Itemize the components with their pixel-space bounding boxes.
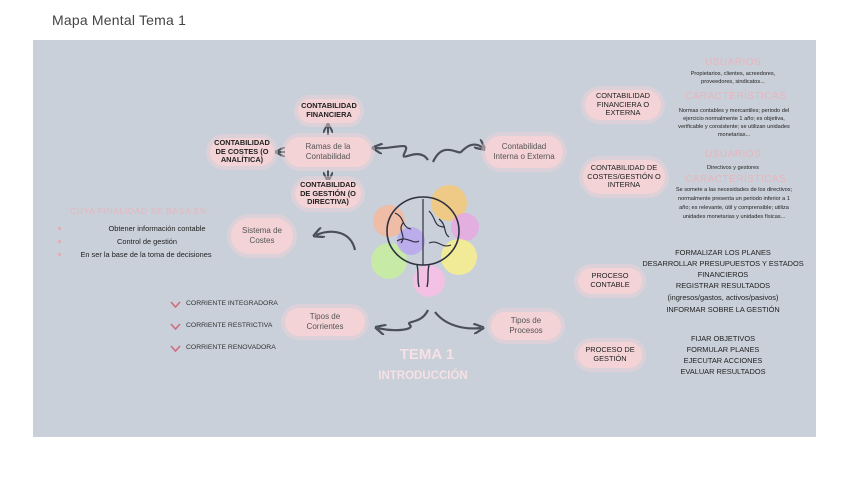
externa-carac-line: Normas contables y mercantiles; periodo … (678, 108, 790, 114)
corriente-item: CORRIENTE RENOVADORA (186, 344, 276, 351)
arrow-brain-corrientes (378, 309, 429, 330)
proceso-contable-item: FORMALIZAR LOS PLANES (675, 248, 771, 257)
finalidad-item: Obtener información contable (108, 224, 206, 233)
center-title: TEMA 1 (399, 346, 455, 363)
check-icon (170, 323, 181, 330)
externa-usuarios-heading: USUARIOS (705, 57, 762, 68)
interna-carac-line: normalmente presenta un periodo inferior… (678, 196, 790, 202)
interna-carac-line: unidades monetarias y unidades físicas..… (682, 214, 786, 220)
externa-carac-line: ejercicio normalmente 1 año; es objetiva… (683, 116, 785, 122)
interna-carac-line: Se somete a las necesidades de los direc… (675, 187, 793, 193)
node-ramas: Ramas de la Contabilidad (285, 137, 371, 167)
bullet-icon (58, 253, 61, 256)
proceso-contable-item: DESARROLLAR PRESUPUESTOS Y ESTADOS (642, 259, 804, 268)
proceso-contable-item: (ingresos/gastos, activos/pasivos) (667, 293, 779, 302)
bullet-icon (58, 227, 61, 230)
corriente-item: CORRIENTE RESTRICTIVA (186, 322, 273, 329)
proceso-gestion-item: FORMULAR PLANES (686, 345, 760, 354)
arrow-brain-sistema (316, 232, 357, 251)
proceso-gestion-item: EVALUAR RESULTADOS (680, 367, 766, 376)
node-costes-int: CONTABILIDAD DE COSTES/GESTIÓN O INTERNA (583, 160, 665, 194)
interna-usuarios-heading: USUARIOS (705, 149, 762, 160)
connector-arrows (33, 40, 816, 437)
finalidad-heading: CUYA FINALIDAD SE BASA EN: (70, 206, 210, 216)
proceso-contable-item: INFORMAR SOBRE LA GESTIÓN (666, 305, 780, 314)
node-fin-ext: CONTABILIDAD FINANCIERA O EXTERNA (585, 90, 661, 120)
node-tipos-procesos: Tipos de Procesos (491, 312, 561, 340)
check-icon (170, 301, 181, 308)
arrow-brain-ramas (375, 146, 429, 161)
brain-icon (367, 183, 479, 301)
externa-carac-heading: CARACTERÍSTICAS (685, 91, 787, 102)
node-proceso-contable: PROCESO CONTABLE (578, 268, 642, 294)
node-interna-externa: Contabilidad Interna o Externa (485, 136, 563, 168)
finalidad-item: Control de gestión (117, 237, 177, 246)
corriente-item: CORRIENTE INTEGRADORA (186, 300, 278, 307)
node-sistema: Sistema de Costes (231, 218, 293, 254)
proceso-contable-item: REGISTRAR RESULTADOS (675, 281, 771, 290)
node-costes: CONTABILIDAD DE COSTES (O ANALÍTICA) (210, 138, 274, 166)
interna-carac-heading: CARACTERÍSTICAS (685, 174, 787, 185)
node-gestion: CONTABILIDAD DE GESTIÓN (O DIRECTIVA) (295, 180, 361, 208)
externa-usuarios-line: Propietarios, clientes, acreedores, (690, 71, 776, 77)
interna-carac-line: año; es relevante, útil y comprensible; … (679, 205, 789, 211)
interna-usuarios-line: Directivos y gestores (707, 165, 759, 171)
externa-usuarios-line: proveedores, sindicatos... (701, 79, 765, 85)
bullet-icon (58, 240, 61, 243)
node-proceso-gestion: PROCESO DE GESTIÓN (578, 342, 642, 368)
externa-carac-line: monetarias... (717, 132, 751, 138)
arrow-brain-procesos (434, 311, 481, 328)
node-financiera: CONTABILIDAD FINANCIERA (298, 99, 360, 123)
externa-carac-line: verificable y consistente; se utilizan u… (678, 124, 790, 130)
center-subtitle: INTRODUCCIÓN (378, 370, 468, 382)
finalidad-item: En ser la base de la toma de decisiones (80, 250, 212, 259)
proceso-gestion-item: FIJAR OBJETIVOS (690, 334, 756, 343)
node-tipos-corrientes: Tipos de Corrientes (285, 308, 365, 336)
proceso-gestion-item: EJECUTAR ACCIONES (683, 356, 763, 365)
mind-map-canvas: TEMA 1 INTRODUCCIÓN CONTABILIDAD FINANCI… (33, 40, 816, 437)
page-title: Mapa Mental Tema 1 (52, 12, 187, 28)
arrow-brain-interna (431, 145, 483, 163)
check-icon (170, 345, 181, 352)
proceso-contable-item: FINANCIEROS (697, 270, 749, 279)
